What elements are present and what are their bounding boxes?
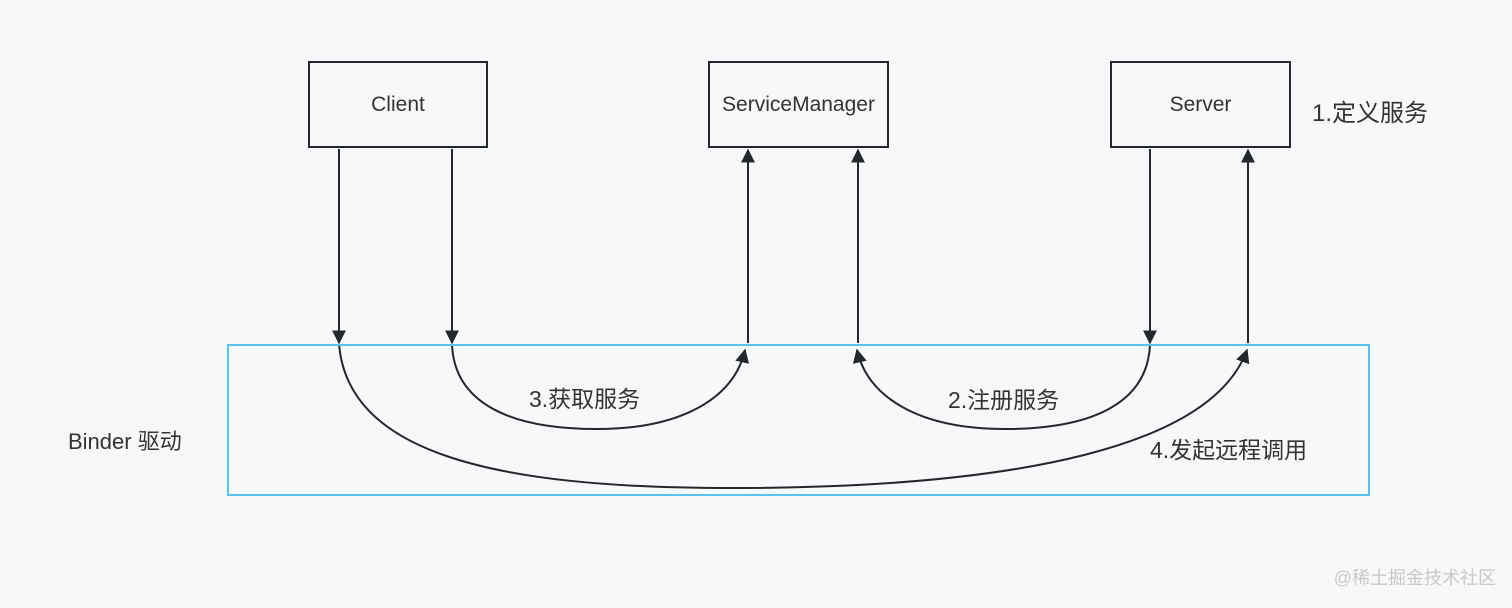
binder-driver-box xyxy=(227,344,1370,496)
client-node: Client xyxy=(308,61,488,148)
client-node-label: Client xyxy=(371,92,425,116)
curve-get-service xyxy=(451,343,749,431)
watermark: @稀土掘金技术社区 xyxy=(1333,568,1496,588)
annotation-remote-call: 4.发起远程调用 xyxy=(1150,437,1308,463)
annotation-define-service: 1.定义服务 xyxy=(1312,100,1429,127)
servicemanager-node: ServiceManager xyxy=(708,61,889,148)
annotation-get-service: 3.获取服务 xyxy=(529,386,641,412)
servicemanager-node-label: ServiceManager xyxy=(722,92,875,116)
server-node: Server xyxy=(1110,61,1291,148)
annotation-register-service: 2.注册服务 xyxy=(948,387,1060,413)
curve-register-service xyxy=(853,343,1151,431)
server-node-label: Server xyxy=(1169,92,1232,116)
binder-driver-label: Binder 驱动 xyxy=(68,429,182,454)
curve-remote-call xyxy=(338,343,1250,490)
